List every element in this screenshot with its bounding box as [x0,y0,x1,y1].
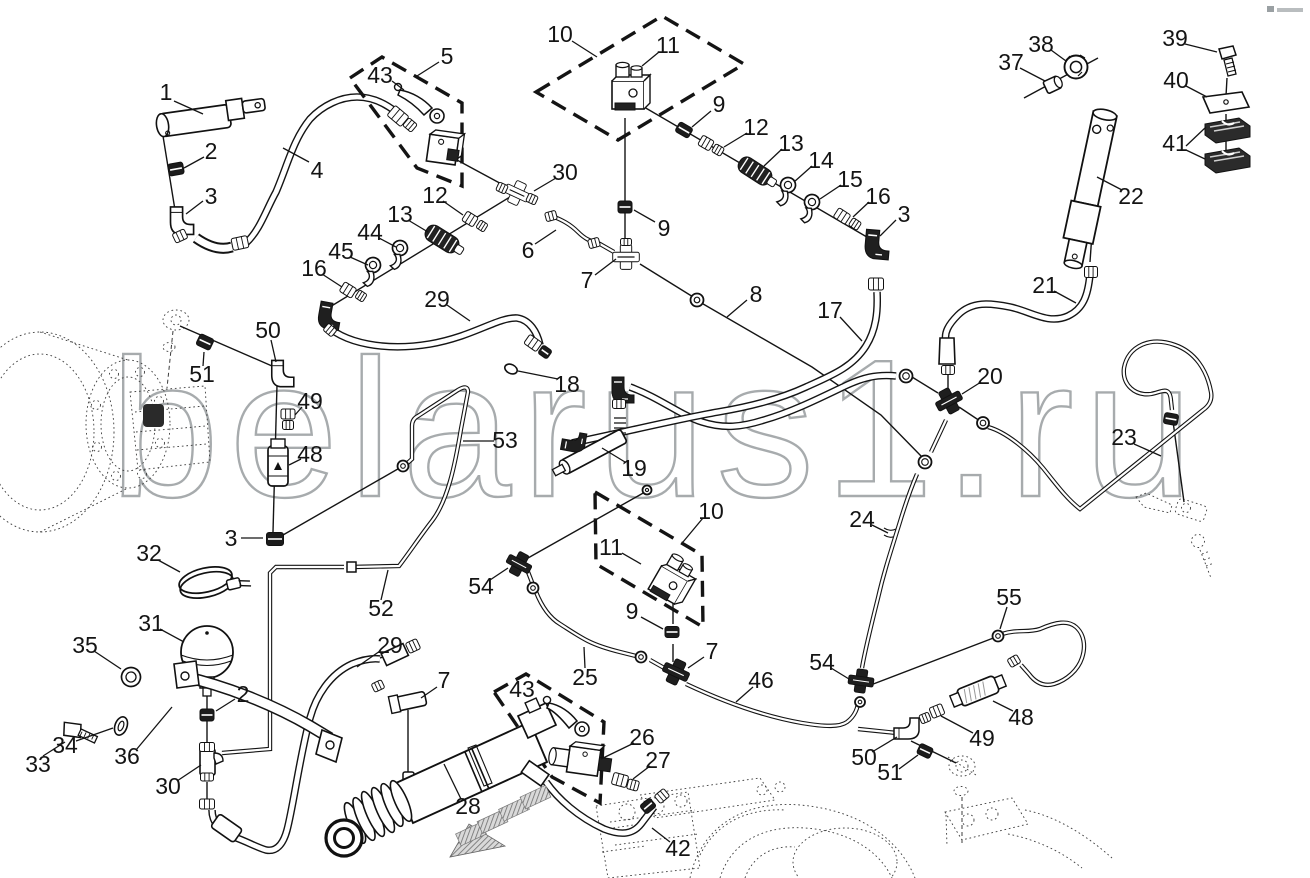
svg-text:7: 7 [581,267,594,293]
svg-text:48: 48 [297,441,323,467]
svg-text:18: 18 [554,371,580,397]
svg-text:40: 40 [1163,67,1189,93]
svg-text:4: 4 [311,157,324,183]
svg-text:33: 33 [25,751,51,777]
svg-text:51: 51 [189,361,215,387]
svg-text:50: 50 [255,317,281,343]
svg-text:51: 51 [877,759,903,785]
svg-text:20: 20 [977,363,1003,389]
svg-text:6: 6 [522,237,535,263]
svg-text:37: 37 [998,49,1024,75]
svg-text:29: 29 [377,632,403,658]
svg-text:1: 1 [160,79,173,105]
svg-text:3: 3 [898,201,911,227]
svg-text:48: 48 [1008,704,1034,730]
svg-text:30: 30 [155,773,181,799]
svg-text:13: 13 [387,201,413,227]
svg-text:13: 13 [778,130,804,156]
svg-text:49: 49 [969,725,995,751]
svg-text:3: 3 [225,525,238,551]
svg-text:38: 38 [1028,31,1054,57]
svg-text:29: 29 [424,286,450,312]
svg-text:12: 12 [743,114,769,140]
svg-text:9: 9 [713,91,726,117]
svg-text:46: 46 [748,667,774,693]
svg-text:49: 49 [297,388,323,414]
svg-text:35: 35 [72,632,98,658]
svg-text:52: 52 [368,595,394,621]
svg-text:7: 7 [438,667,451,693]
svg-text:54: 54 [809,649,835,675]
svg-text:45: 45 [328,238,354,264]
svg-text:44: 44 [357,219,383,245]
svg-text:8: 8 [750,281,763,307]
svg-text:11: 11 [656,32,680,58]
svg-text:50: 50 [851,744,877,770]
svg-text:9: 9 [658,215,671,241]
svg-text:53: 53 [492,427,518,453]
svg-text:12: 12 [422,182,448,208]
svg-text:26: 26 [629,724,655,750]
svg-text:16: 16 [865,183,891,209]
svg-text:9: 9 [626,598,639,624]
svg-text:11: 11 [599,534,623,560]
svg-text:10: 10 [547,21,573,47]
svg-text:3: 3 [205,183,218,209]
svg-text:36: 36 [114,743,140,769]
svg-text:34: 34 [52,732,78,758]
svg-text:31: 31 [138,610,164,636]
svg-text:19: 19 [621,455,647,481]
svg-text:43: 43 [367,62,393,88]
svg-text:27: 27 [645,747,671,773]
svg-text:22: 22 [1118,183,1144,209]
svg-text:5: 5 [441,43,454,69]
svg-text:30: 30 [552,159,578,185]
svg-text:16: 16 [301,255,327,281]
svg-text:32: 32 [136,540,162,566]
svg-text:25: 25 [572,664,598,690]
svg-text:14: 14 [808,147,834,173]
svg-text:41: 41 [1162,130,1188,156]
svg-text:7: 7 [706,638,719,664]
svg-text:15: 15 [837,166,863,192]
svg-text:2: 2 [237,681,250,707]
svg-text:23: 23 [1111,424,1137,450]
svg-text:2: 2 [205,138,218,164]
svg-text:10: 10 [698,498,724,524]
svg-text:54: 54 [468,573,494,599]
svg-text:28: 28 [455,793,481,819]
svg-text:42: 42 [665,835,691,861]
svg-text:24: 24 [849,506,875,532]
svg-text:17: 17 [817,297,843,323]
svg-text:21: 21 [1032,272,1058,298]
svg-text:39: 39 [1162,25,1188,51]
svg-text:55: 55 [996,584,1022,610]
svg-text:43: 43 [509,676,535,702]
